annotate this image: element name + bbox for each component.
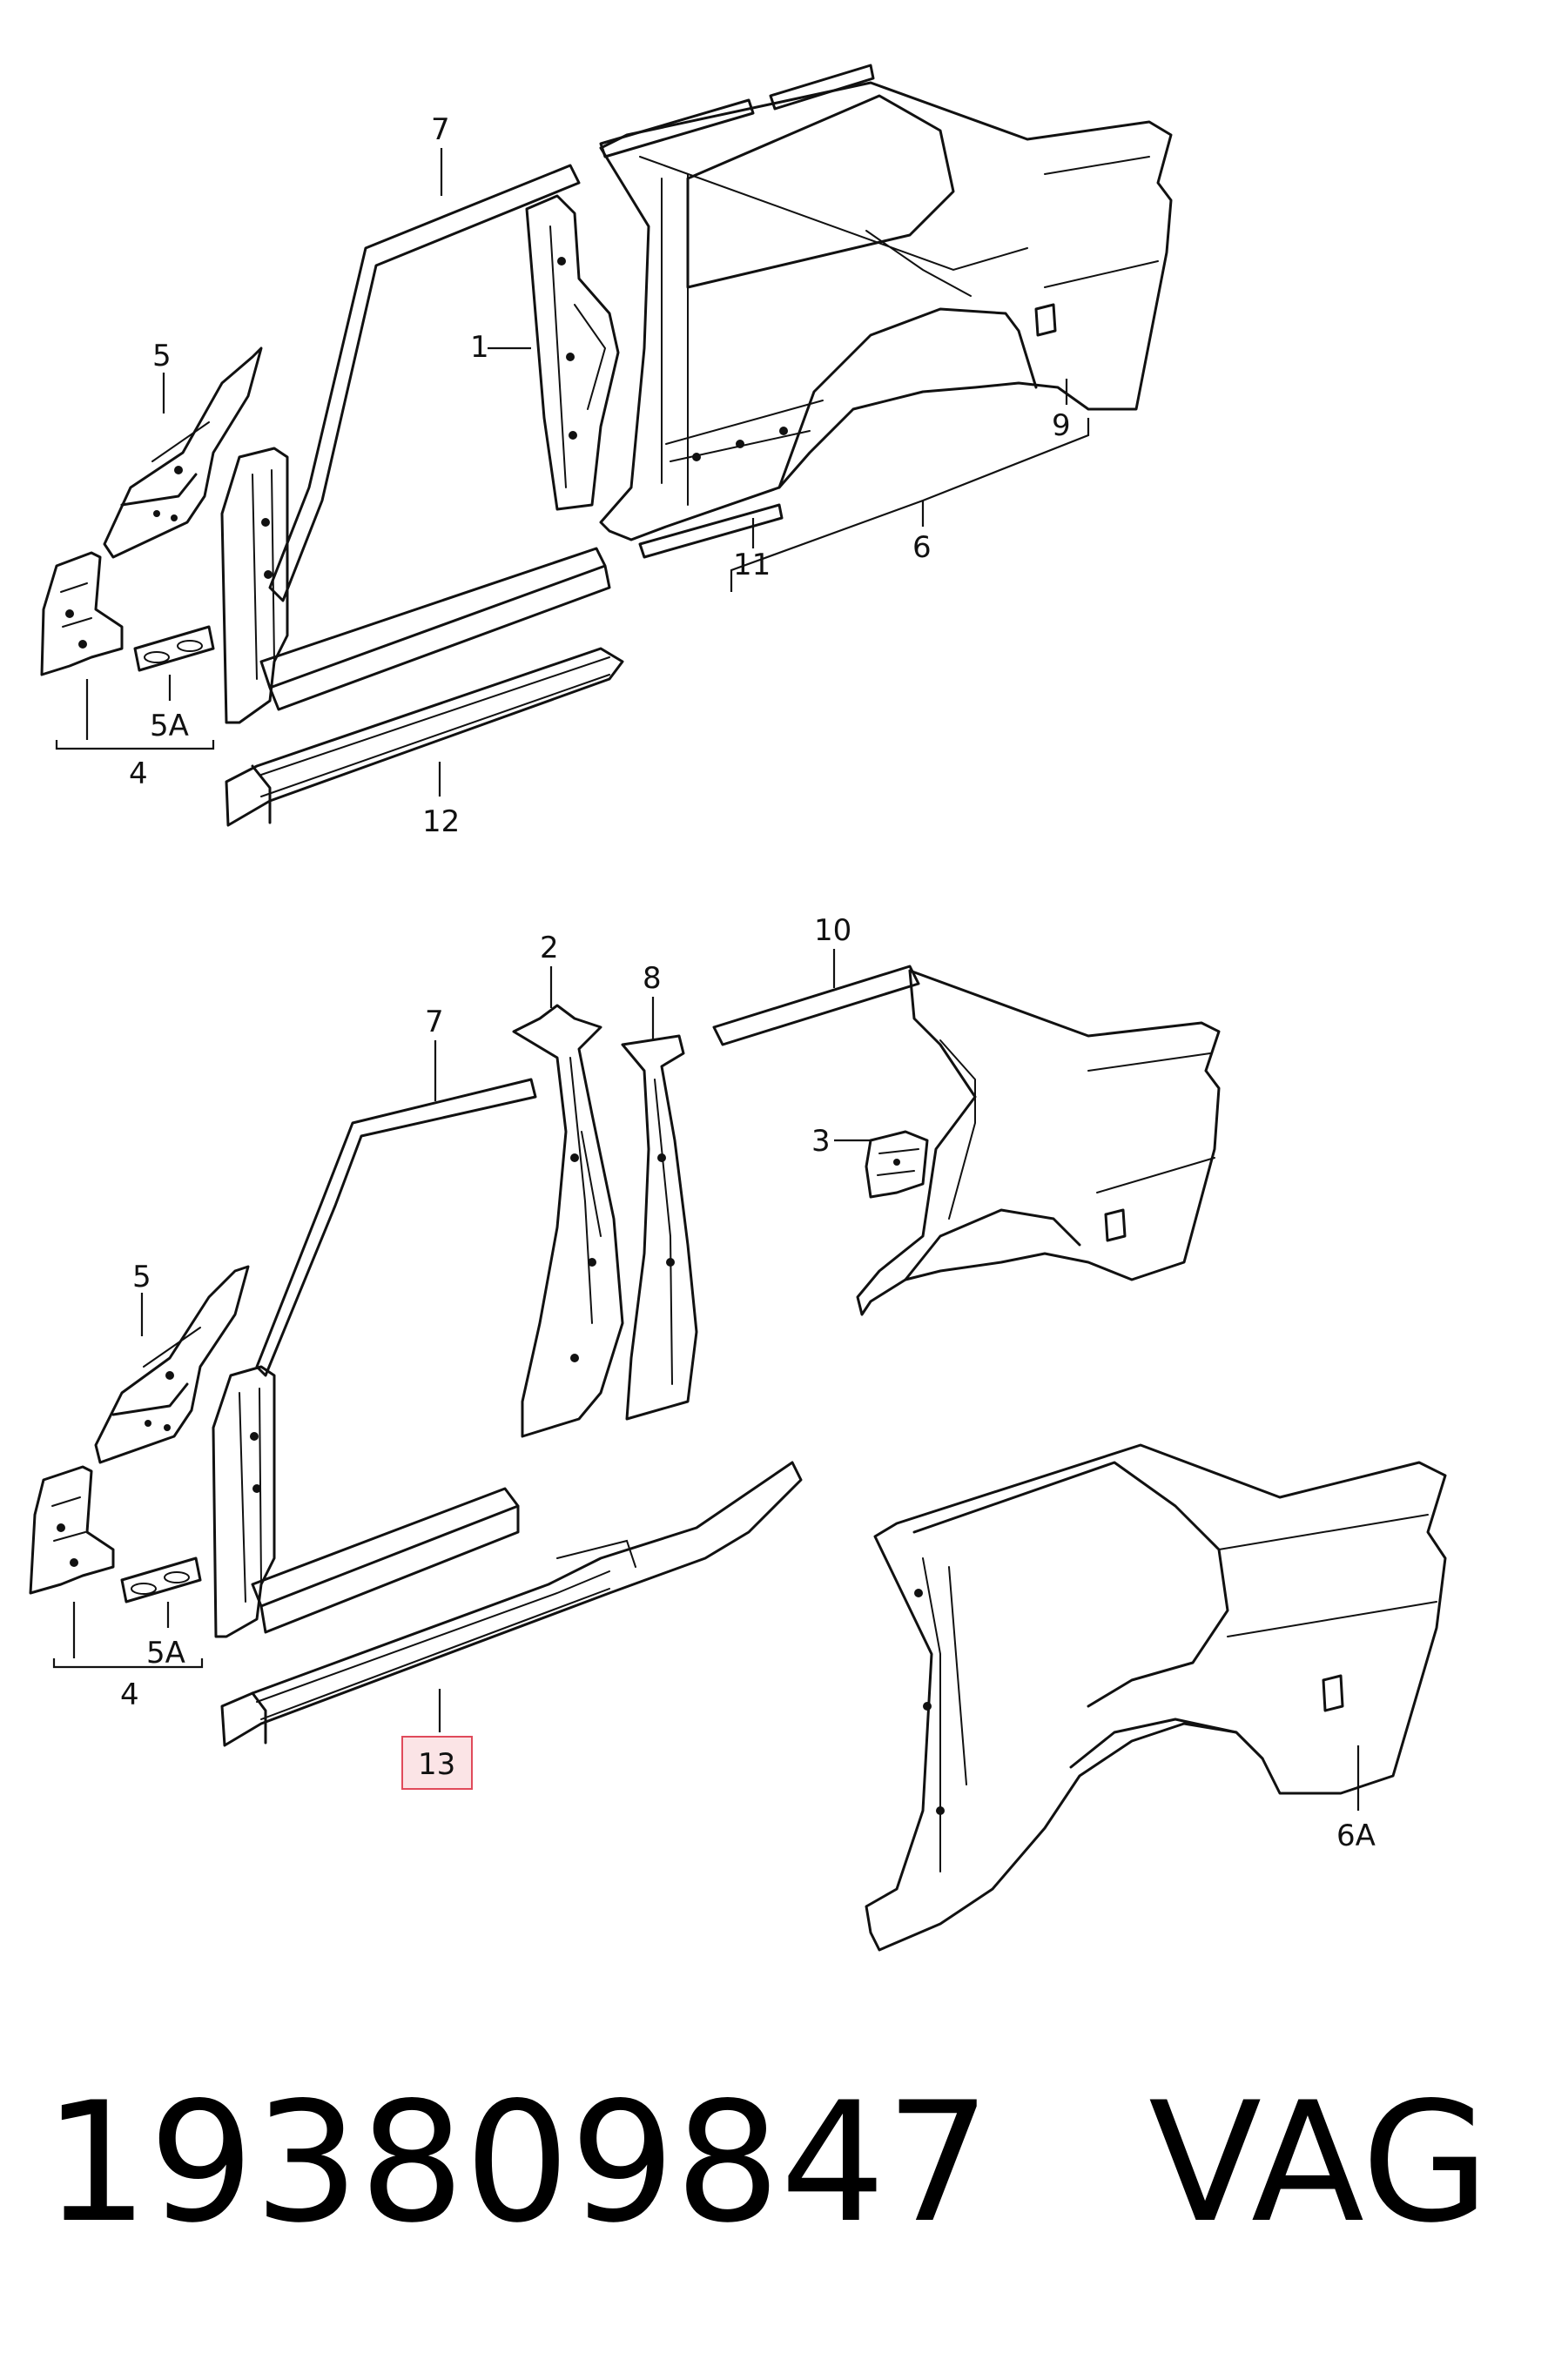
bottom-label-13[interactable]: 13 (418, 1747, 455, 1782)
top-part-6-quarter-panel (599, 81, 1173, 541)
bottom-label-8: 8 (643, 961, 662, 996)
top-part-12-sill (225, 647, 624, 827)
bottom-assembly: 7 2 8 10 3 5 5A 4 13 6A (29, 913, 1447, 1952)
top-part-7-roof-rail (268, 164, 581, 602)
bottom-label-5: 5 (132, 1260, 151, 1294)
top-part-5a-plate (133, 625, 215, 672)
top-label-1: 1 (470, 330, 489, 365)
highlight-box-13 (401, 1736, 473, 1790)
bottom-part-6a-quarter (865, 1443, 1447, 1952)
top-label-5: 5 (152, 339, 172, 373)
bottom-part-4-inner (29, 1465, 115, 1595)
top-assembly: 7 1 5 5A 4 12 9 6 11 (40, 64, 1173, 839)
bottom-part-3-bracket (865, 1130, 929, 1199)
bottom-part-8-pillar (621, 1034, 698, 1421)
bottom-callouts: 7 2 8 10 3 5 5A 4 13 6A (52, 913, 1376, 1853)
top-label-6: 6 (912, 530, 932, 565)
bottom-a-pillar (212, 1365, 276, 1638)
bottom-label-4: 4 (120, 1677, 139, 1712)
bottom-part-7-roof-rail (255, 1078, 537, 1377)
bottom-quarter-upper (856, 969, 1221, 1316)
bottom-label-3: 3 (811, 1124, 831, 1159)
top-label-9: 9 (1052, 408, 1071, 443)
footer: 193809847 VAG (44, 2081, 1490, 2246)
bottom-part-2-b-pillar (512, 1004, 624, 1438)
top-label-7: 7 (431, 112, 450, 147)
bottom-part-5-bracket (94, 1265, 250, 1464)
top-label-11: 11 (733, 548, 771, 582)
top-callouts: 7 1 5 5A 4 12 9 6 11 (55, 112, 1090, 839)
top-label-12: 12 (422, 804, 460, 839)
top-part-5-bracket (103, 346, 263, 559)
bottom-label-6a: 6A (1336, 1819, 1376, 1853)
top-sill-inner (259, 547, 611, 711)
top-a-pillar (220, 447, 289, 724)
footer-spacer (991, 2067, 1148, 2259)
bottom-part-5a-plate (120, 1556, 202, 1603)
top-part-4-inner (40, 551, 124, 676)
part-number: 193809847 (44, 2067, 991, 2259)
brand-name: VAG (1148, 2067, 1490, 2259)
top-label-4: 4 (129, 756, 148, 791)
bottom-part-13-sill (220, 1461, 803, 1747)
bottom-sill-inner (251, 1487, 520, 1634)
bottom-label-5a: 5A (146, 1636, 185, 1671)
bottom-label-2: 2 (540, 931, 559, 965)
bottom-label-7: 7 (425, 1005, 444, 1039)
top-label-5a: 5A (150, 709, 189, 743)
bottom-part-10-roof-strip (712, 965, 920, 1046)
top-part-11-strip (638, 503, 784, 559)
bottom-label-10: 10 (814, 913, 851, 948)
top-part-1-b-pillar (525, 194, 620, 511)
